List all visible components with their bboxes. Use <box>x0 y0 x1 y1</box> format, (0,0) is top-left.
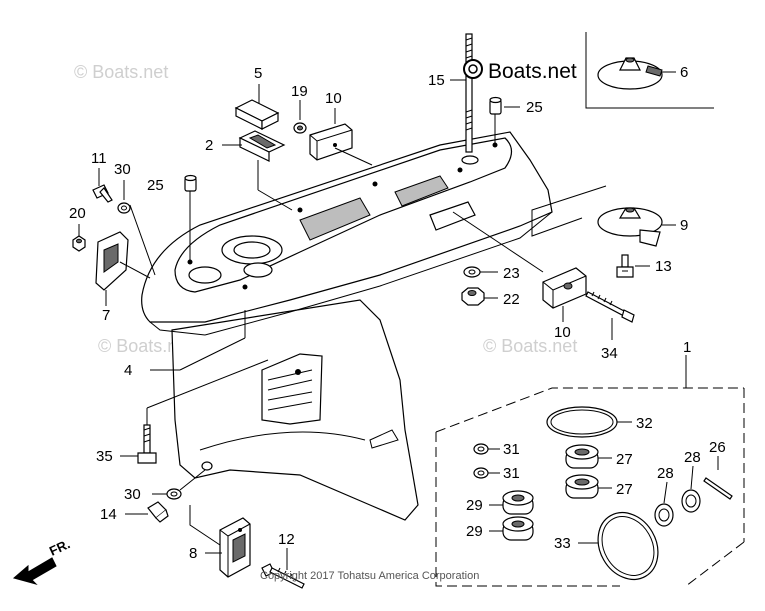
label-part-10-lower: 10 <box>554 324 571 341</box>
part-11-bolt <box>92 184 113 203</box>
label-part-30-lower: 30 <box>124 486 141 503</box>
part-29-bearing-b <box>502 516 534 541</box>
part-9-pump-plate <box>597 207 663 247</box>
part-19-nut <box>293 122 307 134</box>
part-13-bolt <box>616 254 634 278</box>
gear-case-housing <box>141 131 553 521</box>
part-30-washer-upper <box>117 202 131 214</box>
part-8-anode <box>219 517 251 578</box>
label-part-28-a: 28 <box>657 465 674 482</box>
copyright-text: Copyright 2017 Tohatsu America Corporati… <box>260 570 479 582</box>
part-22-nut <box>461 287 485 306</box>
part-28-seal-b <box>681 489 701 513</box>
label-part-7: 7 <box>102 307 110 324</box>
part-20-nut <box>72 235 86 252</box>
label-part-25-left: 25 <box>147 177 164 194</box>
part-28-seal-a <box>654 503 674 527</box>
part-34-bolt <box>585 291 635 323</box>
label-part-28-b: 28 <box>684 449 701 466</box>
label-part-29-a: 29 <box>466 497 483 514</box>
label-part-22: 22 <box>503 291 520 308</box>
label-part-13: 13 <box>655 258 672 275</box>
part-27-bearing-a <box>565 444 599 469</box>
part-25-dowel-right <box>489 96 502 115</box>
label-part-27-b: 27 <box>616 481 633 498</box>
part-31-washer-b <box>473 467 489 479</box>
logo-text: Boats.net <box>488 60 577 83</box>
label-part-14: 14 <box>100 506 117 523</box>
label-part-35: 35 <box>96 448 113 465</box>
part-6-impeller-plate <box>597 57 663 90</box>
part-15-stud <box>465 33 473 153</box>
label-part-4: 4 <box>124 362 132 379</box>
part-2-channel <box>238 130 286 162</box>
label-part-6: 6 <box>680 64 688 81</box>
part-31-washer-a <box>473 443 489 455</box>
label-part-1: 1 <box>683 339 691 356</box>
label-part-30-upper: 30 <box>114 161 131 178</box>
label-part-5: 5 <box>254 65 262 82</box>
label-part-34: 34 <box>601 345 618 362</box>
label-part-31-a: 31 <box>503 441 520 458</box>
label-part-29-b: 29 <box>466 523 483 540</box>
label-part-20: 20 <box>69 205 86 222</box>
label-part-9: 9 <box>680 217 688 234</box>
part-10-pad-upper <box>309 123 353 161</box>
label-part-27-a: 27 <box>616 451 633 468</box>
part-30-washer-lower <box>166 488 182 500</box>
boats-net-logo: Boats.net <box>463 59 577 83</box>
watermark-middle: © Boats.net <box>98 336 192 356</box>
label-part-23: 23 <box>503 265 520 282</box>
label-part-33: 33 <box>554 535 571 552</box>
part-7-anode <box>95 231 129 291</box>
part-26-pin <box>703 477 733 500</box>
part-14-plug <box>147 501 169 523</box>
front-direction-arrow <box>12 557 57 585</box>
part-12-bolt <box>261 563 305 589</box>
part-5-block <box>234 99 280 130</box>
part-33-o-ring <box>597 512 659 580</box>
part-23-washer <box>463 266 481 278</box>
label-part-15: 15 <box>428 72 445 89</box>
watermark-right: © Boats.net <box>483 336 577 356</box>
part-10-pad-lower <box>542 267 587 309</box>
part-25-dowel-left <box>184 174 197 192</box>
label-part-19: 19 <box>291 83 308 100</box>
watermark-top-left: © Boats.net <box>74 62 168 82</box>
label-part-2: 2 <box>205 137 213 154</box>
part-29-bearing-a <box>502 490 534 515</box>
label-part-25-right: 25 <box>526 99 543 116</box>
label-part-26: 26 <box>709 439 726 456</box>
label-part-32: 32 <box>636 415 653 432</box>
label-part-10-upper: 10 <box>325 90 342 107</box>
bearing-kit-box <box>435 387 745 587</box>
part-27-bearing-b <box>565 474 599 499</box>
label-part-8: 8 <box>189 545 197 562</box>
water-inlet-grille <box>261 353 323 425</box>
part-35-bolt <box>137 424 157 464</box>
front-label: FR. <box>47 536 72 558</box>
label-part-12: 12 <box>278 531 295 548</box>
label-part-31-b: 31 <box>503 465 520 482</box>
part-32-o-ring <box>546 406 618 438</box>
label-part-11: 11 <box>91 150 107 167</box>
